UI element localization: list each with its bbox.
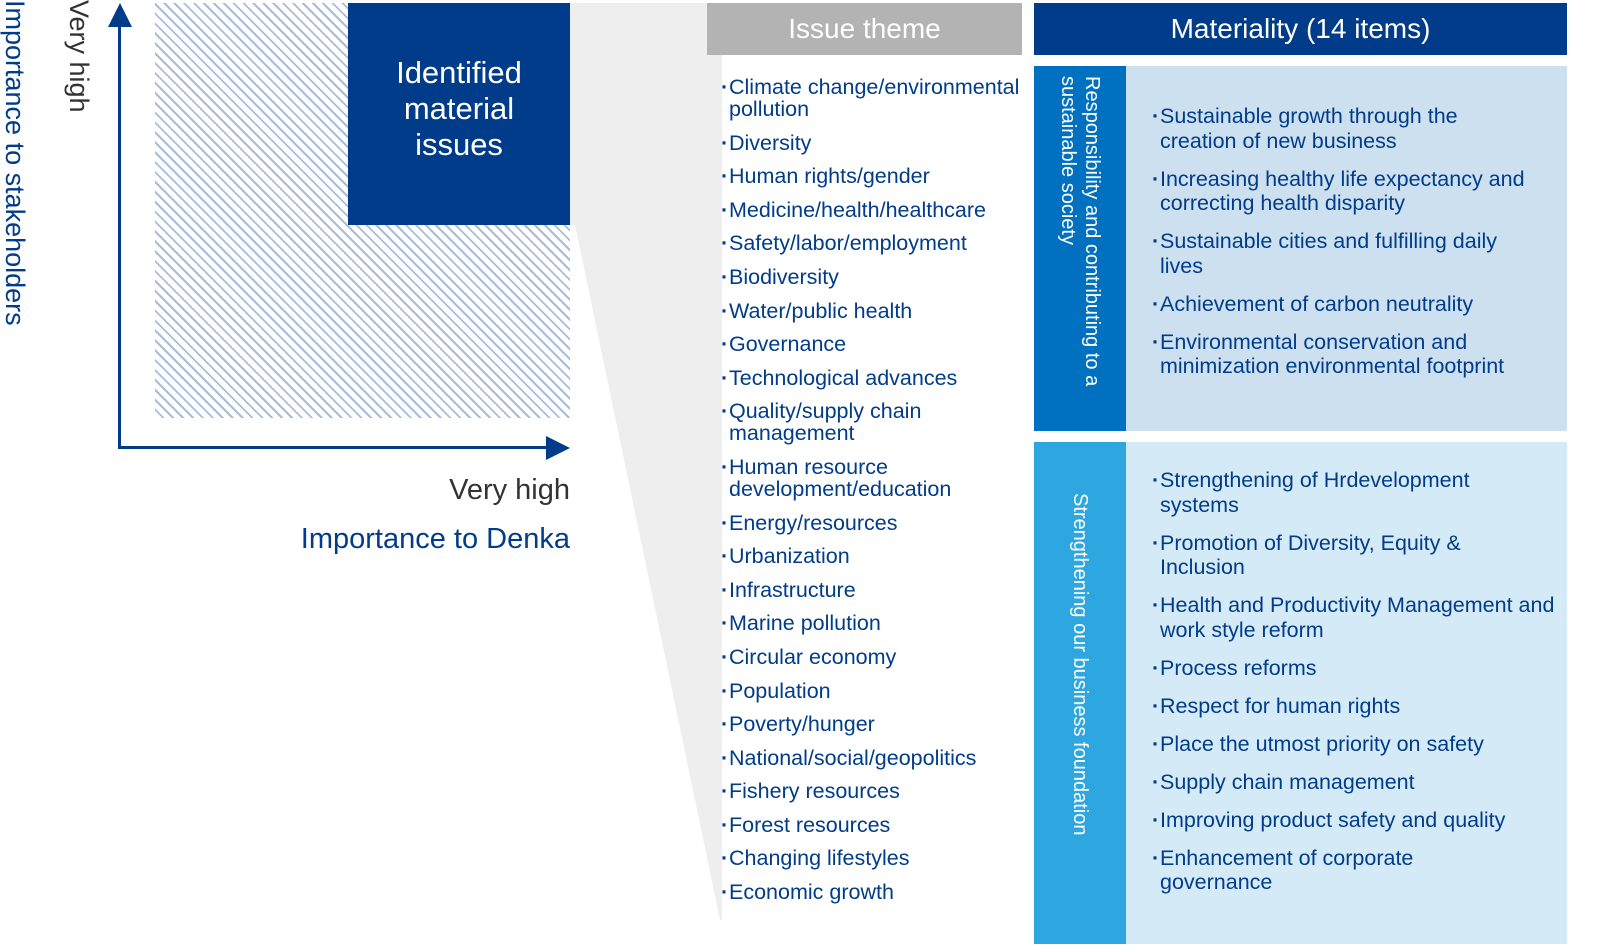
materiality-list: Strengthening of Hrdevelopment systems P…	[1126, 468, 1567, 895]
materiality-item: Promotion of Diversity, Equity & Inclusi…	[1152, 531, 1500, 580]
issue-item: Water/public health	[707, 300, 1022, 322]
issue-item: Medicine/health/healthcare	[707, 199, 1022, 221]
issue-item: Energy/resources	[707, 512, 1022, 534]
issue-item: Urbanization	[707, 545, 1022, 567]
x-axis-level-label: Very high	[449, 474, 570, 506]
materiality-header: Materiality (14 items)	[1034, 3, 1567, 55]
materiality-section-business-foundation: Strengthening our business foundation St…	[1034, 442, 1567, 944]
issue-item: Marine pollution	[707, 612, 1022, 634]
section-band: Strengthening our business foundation	[1034, 442, 1126, 944]
issue-item: Population	[707, 680, 1022, 702]
issue-item: Fishery resources	[707, 780, 1022, 802]
identified-material-issues-label: Identified material issues	[396, 55, 522, 162]
materiality-list: Sustainable growth through the creation …	[1126, 104, 1567, 379]
y-axis-arrow-icon	[108, 3, 132, 27]
issue-item: Diversity	[707, 132, 1022, 154]
materiality-item: Enhancement of corporate governance	[1152, 846, 1460, 895]
issue-item: Climate change/environmental pollution	[707, 76, 1022, 120]
issue-item: Changing lifestyles	[707, 847, 1022, 869]
materiality-item: Sustainable growth through the creation …	[1152, 104, 1500, 153]
issue-theme-header-label: Issue theme	[788, 13, 941, 44]
materiality-item: Place the utmost priority on safety	[1152, 732, 1567, 757]
y-axis-level-label: Very high	[64, 0, 94, 113]
x-axis-line	[118, 446, 550, 449]
y-axis-line	[118, 22, 121, 449]
materiality-item: Process reforms	[1152, 656, 1567, 681]
materiality-item: Achievement of carbon neutrality	[1152, 292, 1567, 317]
materiality-item: Sustainable cities and fulfilling daily …	[1152, 229, 1540, 278]
x-axis-arrow-icon	[546, 436, 570, 460]
issue-item: Quality/supply chain management	[707, 400, 959, 444]
section-body: Sustainable growth through the creation …	[1126, 66, 1567, 431]
issue-item: Human resource development/education	[707, 456, 989, 500]
materiality-section-sustainable-society: Responsibility and contributing to a sus…	[1034, 66, 1567, 431]
materiality-header-label: Materiality (14 items)	[1170, 13, 1431, 44]
section-band: Responsibility and contributing to a sus…	[1034, 66, 1126, 431]
issue-item: Circular economy	[707, 646, 1022, 668]
identified-material-issues-box: Identified material issues	[348, 3, 570, 225]
section-title: Responsibility and contributing to a sus…	[1057, 76, 1103, 387]
issue-item: Human rights/gender	[707, 165, 1022, 187]
issue-item: Poverty/hunger	[707, 713, 1022, 735]
section-title: Strengthening our business foundation	[1069, 493, 1091, 836]
materiality-item: Health and Productivity Management and w…	[1152, 593, 1555, 642]
issue-item: Technological advances	[707, 367, 1022, 389]
issue-theme-list: Climate change/environmental pollution D…	[707, 76, 1022, 915]
x-axis-title: Importance to Denka	[300, 523, 570, 555]
issue-item: National/social/geopolitics	[707, 747, 1022, 769]
issue-item: Governance	[707, 333, 1022, 355]
issue-item: Forest resources	[707, 814, 1022, 836]
materiality-item: Environmental conservation and minimizat…	[1152, 330, 1550, 379]
issue-item: Infrastructure	[707, 579, 1022, 601]
materiality-item: Respect for human rights	[1152, 694, 1567, 719]
section-body: Strengthening of Hrdevelopment systems P…	[1126, 442, 1567, 944]
materiality-item: Increasing healthy life expectancy and c…	[1152, 167, 1530, 216]
materiality-item: Strengthening of Hrdevelopment systems	[1152, 468, 1510, 517]
issue-theme-header: Issue theme	[707, 3, 1022, 55]
materiality-item: Improving product safety and quality	[1152, 808, 1567, 833]
issue-item: Economic growth	[707, 881, 1022, 903]
issue-item: Biodiversity	[707, 266, 1022, 288]
materiality-item: Supply chain management	[1152, 770, 1567, 795]
issue-item: Safety/labor/employment	[707, 232, 1022, 254]
y-axis-title: Importance to stakeholders	[0, 0, 30, 326]
